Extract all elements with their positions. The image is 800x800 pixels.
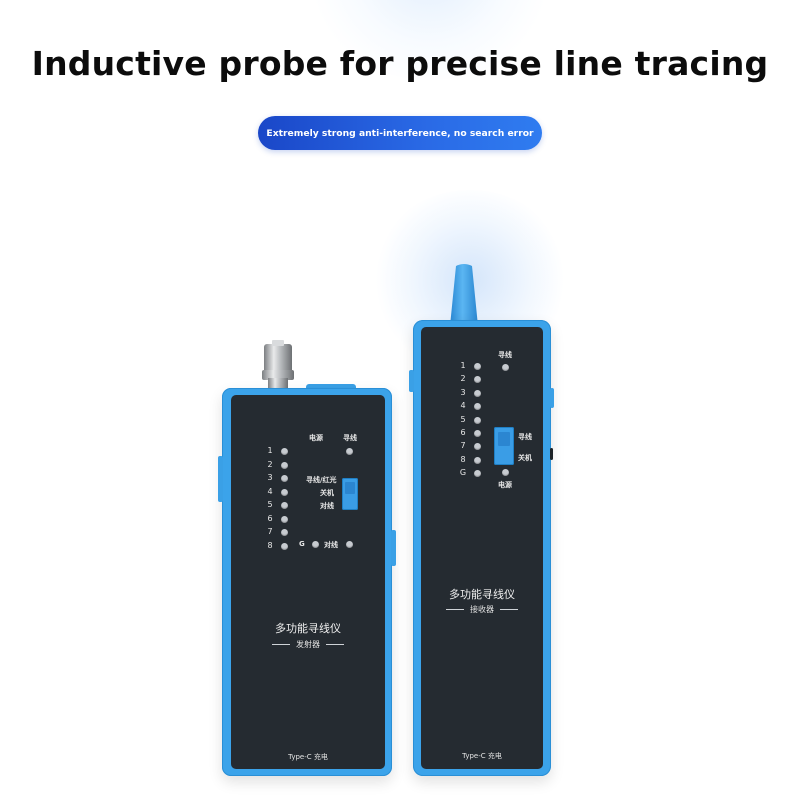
trace-label: 寻线: [343, 434, 357, 442]
receiver-panel: [421, 327, 543, 769]
trace-led: [346, 448, 353, 455]
headline: Inductive probe for precise line tracing: [31, 44, 769, 83]
transmitter-led-number: 7: [267, 527, 273, 536]
receiver-led: [474, 456, 481, 464]
receiver-led-number: 7: [460, 441, 466, 451]
transmitter-led: [281, 448, 288, 455]
receiver-power-led: [502, 469, 509, 476]
ground-led: [312, 541, 319, 548]
side-button-left[interactable]: [218, 456, 223, 502]
receiver-switch-knob: [498, 432, 510, 446]
receiver-led: [474, 403, 481, 411]
transmitter-led: [281, 461, 288, 469]
transmitter-panel: [231, 395, 385, 769]
receiver-led-number: 8: [460, 454, 466, 464]
transmitter-led: [281, 502, 288, 509]
receiver-led-number: G: [459, 468, 467, 478]
power-label: 电源: [309, 434, 323, 442]
receiver-trace-label: 寻线: [498, 351, 512, 359]
transmitter-led-number: 4: [267, 486, 273, 496]
receiver-led: [474, 443, 481, 451]
transmitter-role: 发射器: [296, 640, 320, 649]
transmitter-led-number: 8: [267, 540, 273, 550]
receiver-led-number: 5: [460, 414, 466, 424]
feature-banner-text: Extremely strong anti-interference, no s…: [266, 127, 534, 139]
transmitter-led-number: 3: [267, 473, 273, 482]
receiver-led: [474, 430, 481, 437]
receiver-led-number: 2: [460, 374, 466, 384]
side-button-right[interactable]: [391, 530, 396, 566]
receiver-led: [474, 416, 481, 424]
receiver-brand: 多功能寻线仪: [449, 588, 515, 601]
transmitter-led: [281, 475, 288, 482]
pair-led-label: 对线: [324, 541, 338, 549]
receiver-switch[interactable]: [494, 427, 514, 465]
receiver-led: [474, 363, 481, 370]
receiver-led: [474, 389, 481, 397]
transmitter-led: [281, 529, 288, 536]
feature-banner: Extremely strong anti-interference, no s…: [258, 116, 542, 150]
receiver-led: [474, 470, 481, 478]
receiver-switch-trace-label: 寻线: [518, 433, 532, 441]
pair-led: [346, 541, 353, 548]
transmitter-led: [281, 488, 288, 496]
receiver-trace-led: [502, 364, 509, 371]
transmitter-brand: 多功能寻线仪: [275, 622, 341, 635]
transmitter-led: [281, 515, 288, 523]
mode-switch-knob: [345, 482, 355, 494]
transmitter-led-number: 6: [267, 513, 273, 523]
receiver-side-button-left[interactable]: [409, 370, 414, 392]
receiver-volume-tab[interactable]: [550, 448, 553, 460]
mode-trace-label: 寻线/红光: [306, 476, 337, 484]
receiver-role: 接收器: [470, 605, 494, 614]
receiver-led-number: 6: [460, 428, 466, 437]
mode-pair-label: 对线: [320, 502, 334, 510]
receiver-side-button-right[interactable]: [550, 388, 554, 408]
transmitter-charge-label: Type-C 充电: [288, 753, 328, 761]
receiver-led: [474, 376, 481, 384]
receiver-switch-off-label: 关机: [518, 454, 532, 462]
transmitter-led: [281, 542, 288, 550]
receiver-led-number: 3: [460, 387, 466, 397]
receiver-led-number: 4: [460, 401, 466, 411]
transmitter-led-number: 1: [267, 446, 273, 455]
ground-label: G: [299, 540, 305, 548]
bnc-connector-icon: [262, 340, 294, 396]
receiver-power-label: 电源: [498, 481, 512, 489]
receiver-charge-label: Type-C 充电: [462, 752, 502, 760]
mode-switch[interactable]: [342, 478, 358, 510]
transmitter-role-row: 发射器: [231, 639, 385, 650]
mode-off-label: 关机: [320, 489, 334, 497]
receiver-role-row: 接收器: [421, 604, 543, 615]
antenna-probe-icon: [450, 264, 478, 326]
receiver-led-number: 1: [460, 361, 466, 370]
transmitter-led-number: 5: [267, 500, 273, 509]
transmitter-led-number: 2: [267, 459, 273, 469]
